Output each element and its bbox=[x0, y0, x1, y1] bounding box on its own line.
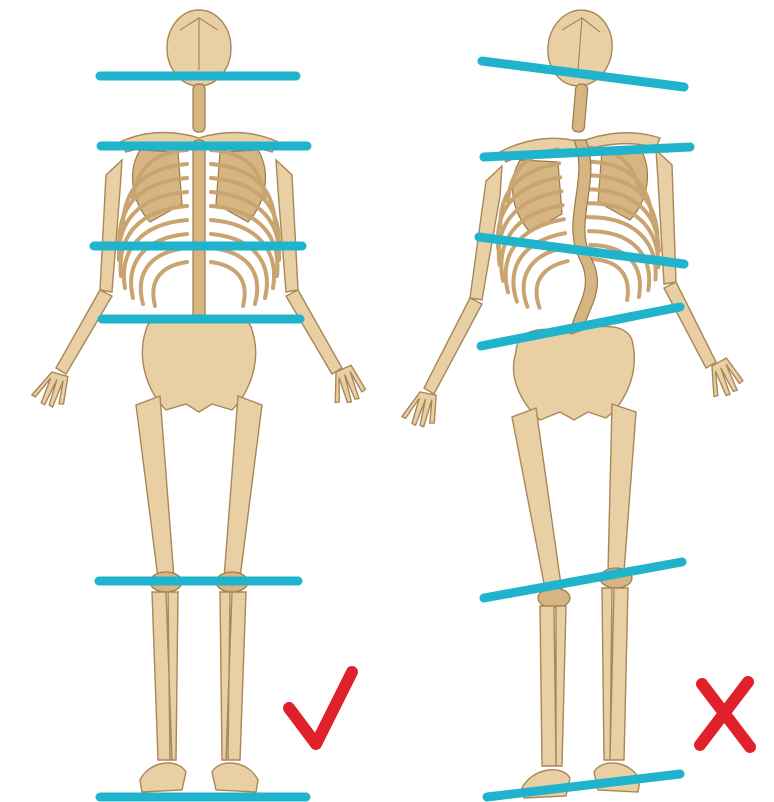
right-tibia-fibula bbox=[220, 592, 246, 760]
left-hand bbox=[401, 386, 445, 432]
right-tibia-fibula bbox=[602, 588, 628, 760]
left-tibia-fibula bbox=[152, 592, 178, 760]
right-femur bbox=[608, 404, 636, 572]
aligned-skeleton bbox=[31, 10, 367, 792]
curved-spine bbox=[570, 140, 597, 336]
cross-mark-icon bbox=[700, 682, 750, 747]
misaligned-skeleton bbox=[401, 6, 745, 798]
right-femur bbox=[224, 396, 262, 578]
left-tibia-fibula bbox=[540, 606, 566, 766]
left-femur bbox=[136, 396, 174, 578]
left-hand bbox=[31, 366, 77, 413]
cervical-spine bbox=[193, 84, 205, 132]
right-forearm bbox=[286, 290, 342, 374]
left-forearm bbox=[56, 290, 112, 374]
level-line-knees bbox=[484, 562, 682, 598]
thoracic-lumbar-spine bbox=[193, 140, 205, 330]
right-forearm bbox=[664, 282, 716, 368]
level-line-feet bbox=[487, 774, 680, 797]
check-mark-icon bbox=[289, 672, 352, 744]
left-foot bbox=[140, 763, 186, 792]
right-foot bbox=[212, 763, 258, 792]
cervical-spine bbox=[572, 84, 588, 133]
left-femur bbox=[512, 408, 562, 594]
left-forearm bbox=[424, 298, 482, 394]
